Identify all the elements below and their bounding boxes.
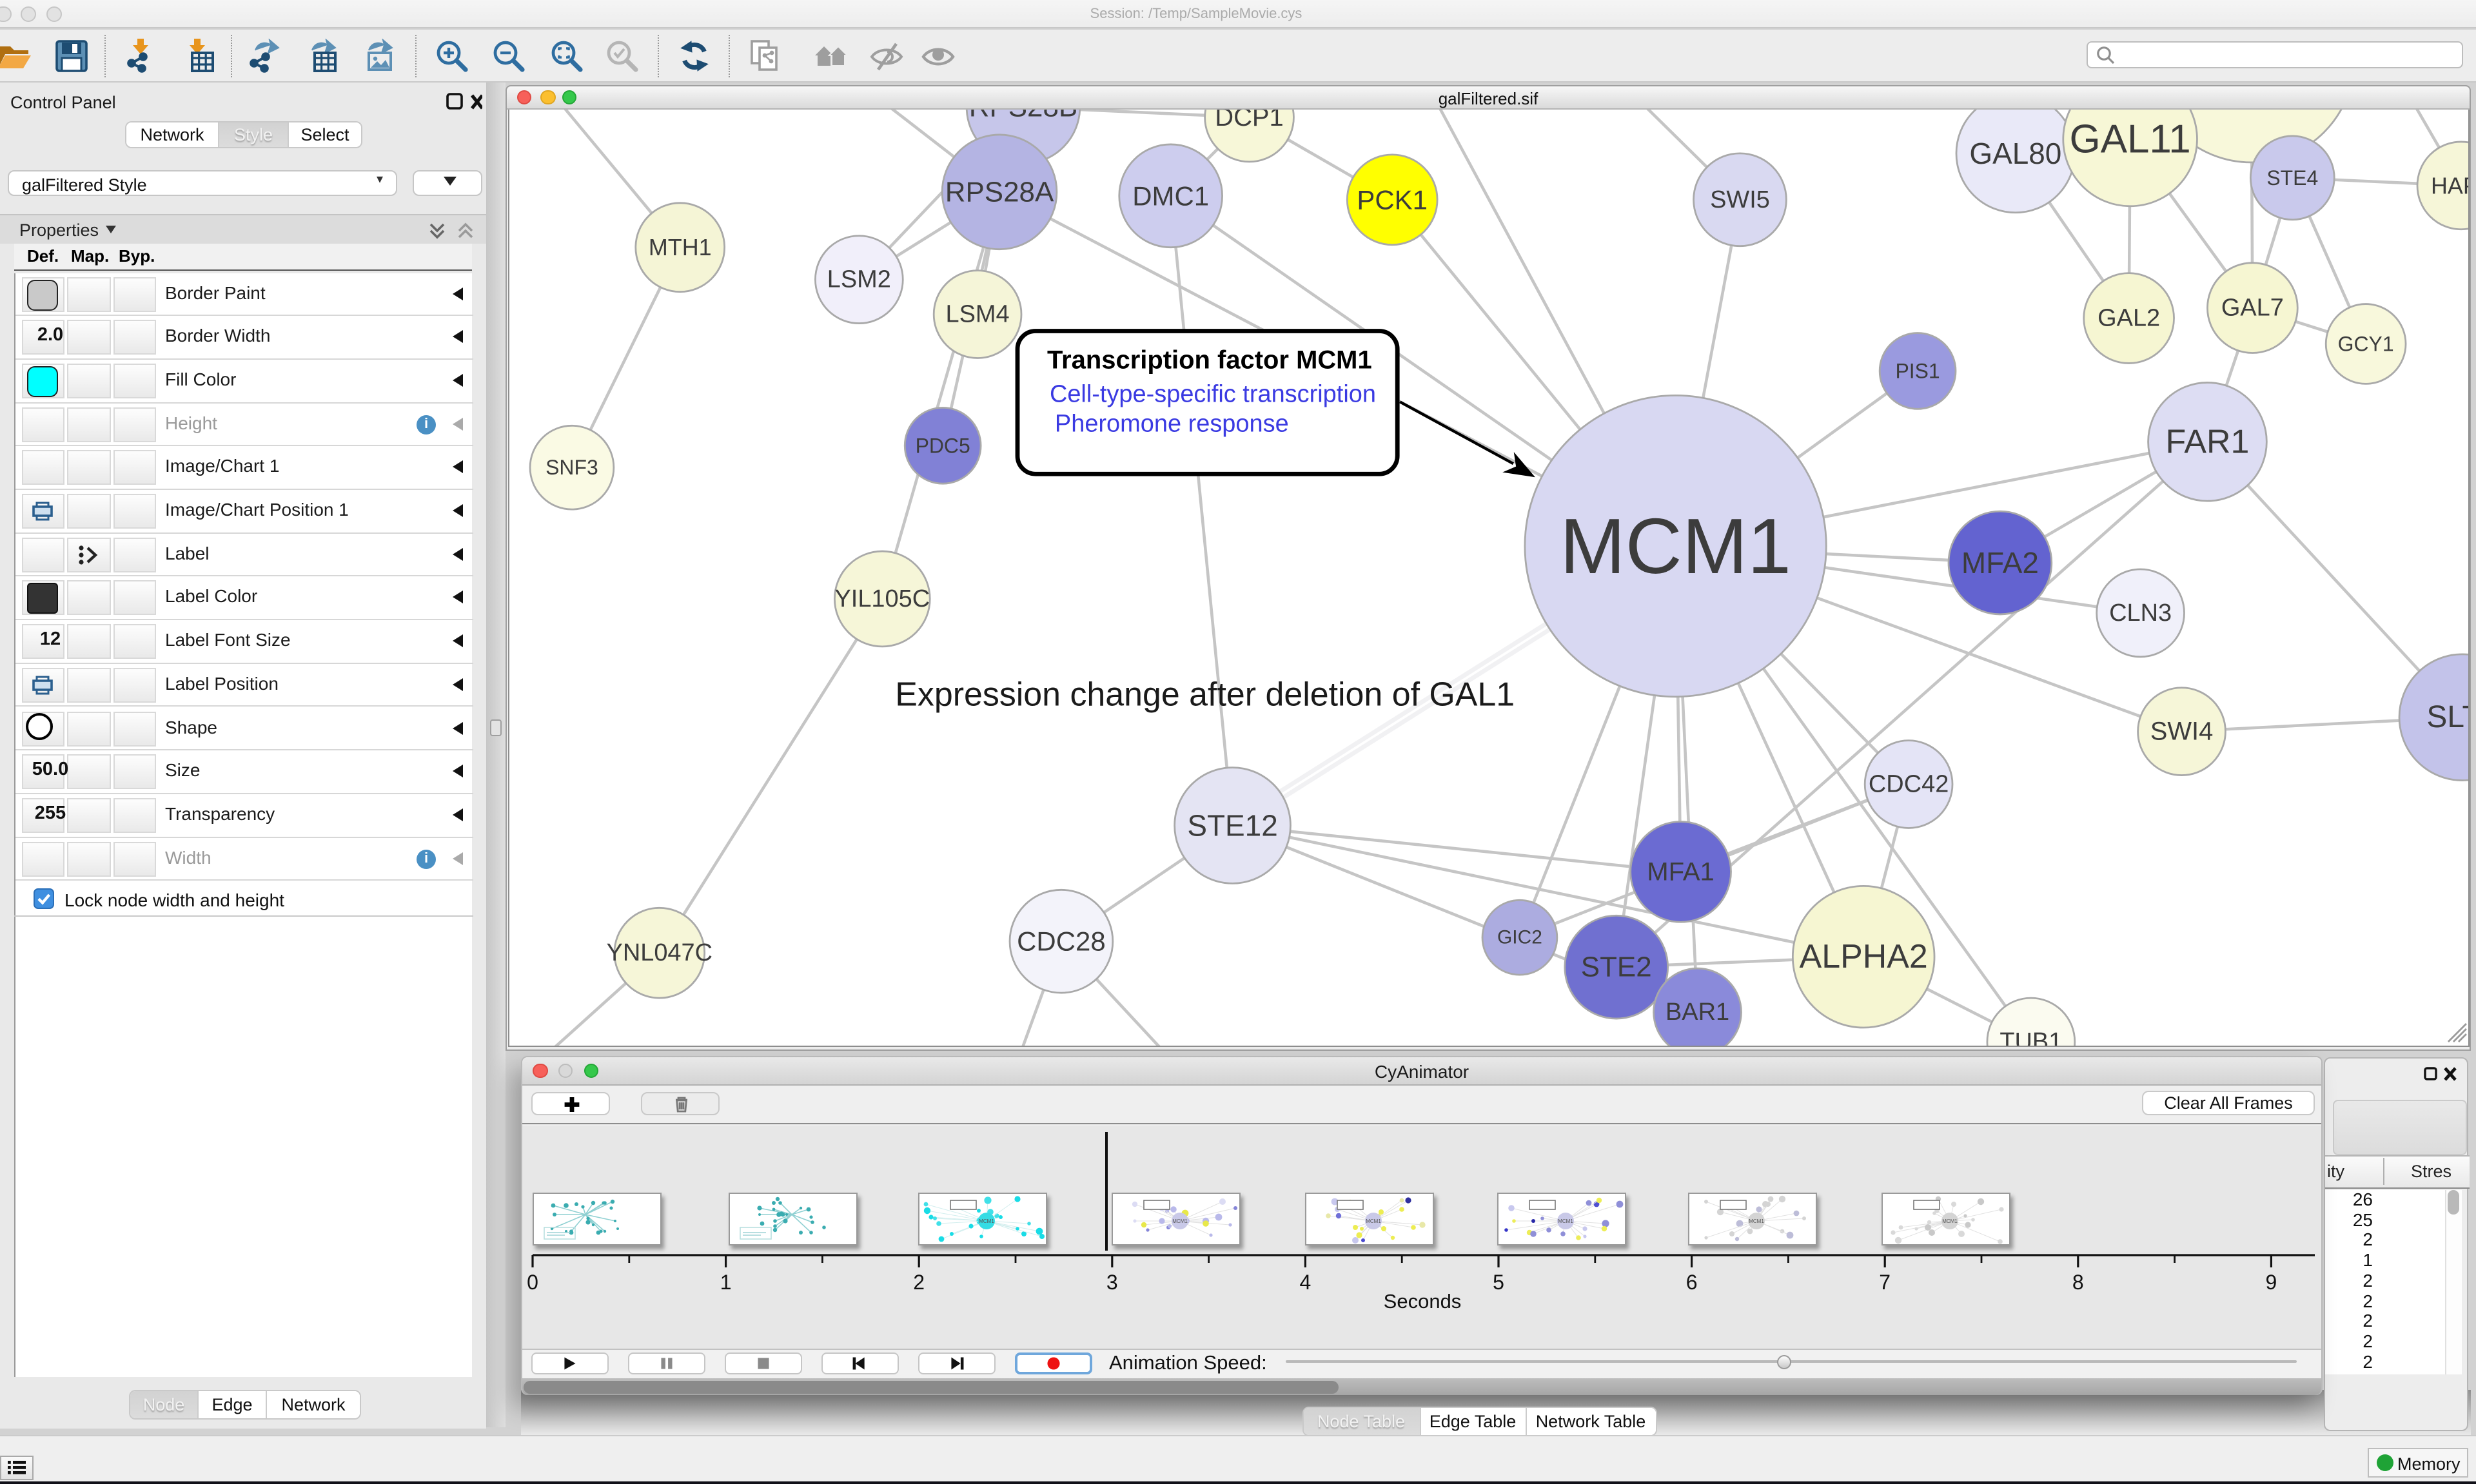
svg-text:MCM1: MCM1	[1559, 502, 1791, 590]
svg-text:9: 9	[2266, 1270, 2277, 1293]
svg-text:RPS28B: RPS28B	[968, 110, 1077, 123]
svg-text:2: 2	[913, 1270, 925, 1293]
svg-text:FAR1: FAR1	[2165, 423, 2249, 460]
svg-text:ALPHA2: ALPHA2	[1799, 938, 1927, 975]
svg-text:SWI5: SWI5	[1709, 186, 1769, 213]
svg-text:SWI4: SWI4	[2150, 718, 2213, 746]
svg-text:CDC42: CDC42	[1868, 771, 1948, 798]
svg-text:PIS1: PIS1	[1894, 359, 1939, 382]
svg-text:GAL7: GAL7	[2221, 295, 2283, 322]
svg-text:YIL105C: YIL105C	[834, 585, 929, 612]
svg-text:TUB1: TUB1	[1999, 1028, 2061, 1047]
svg-text:1: 1	[720, 1270, 732, 1293]
svg-text:DMC1: DMC1	[1132, 181, 1208, 211]
svg-text:PCK1: PCK1	[1356, 184, 1427, 215]
svg-text:Expression change after deleti: Expression change after deletion of GAL1	[894, 676, 1514, 714]
svg-text:Pheromone response: Pheromone response	[1054, 410, 1288, 437]
svg-text:GIC2: GIC2	[1497, 927, 1542, 948]
svg-text:HAP2: HAP2	[2430, 172, 2470, 199]
svg-text:PDC5: PDC5	[915, 434, 970, 457]
svg-text:7: 7	[1879, 1270, 1891, 1293]
svg-text:DCP1: DCP1	[1214, 110, 1283, 132]
svg-text:RPS28A: RPS28A	[945, 176, 1054, 208]
svg-text:SNF3: SNF3	[545, 456, 598, 479]
svg-text:LSM2: LSM2	[827, 266, 890, 293]
svg-text:Cell-type-specific transcripti: Cell-type-specific transcription	[1049, 380, 1375, 407]
svg-text:MCM1: MCM1	[1942, 1218, 1958, 1224]
svg-text:Seconds: Seconds	[1384, 1289, 1462, 1309]
svg-text:GCY1: GCY1	[2337, 332, 2393, 355]
svg-text:YNL047C: YNL047C	[606, 939, 712, 966]
svg-text:5: 5	[1493, 1270, 1504, 1293]
svg-text:MFA2: MFA2	[1961, 546, 2038, 580]
svg-text:BAR1: BAR1	[1665, 999, 1729, 1026]
svg-text:6: 6	[1686, 1270, 1698, 1293]
svg-text:0: 0	[527, 1270, 538, 1293]
svg-text:MCM1: MCM1	[1172, 1218, 1188, 1224]
svg-text:LSM4: LSM4	[945, 301, 1009, 328]
svg-text:4: 4	[1300, 1270, 1312, 1293]
svg-text:8: 8	[2072, 1270, 2084, 1293]
svg-text:MCM1: MCM1	[1558, 1218, 1573, 1224]
svg-text:STE12: STE12	[1186, 808, 1277, 842]
svg-text:MFA1: MFA1	[1646, 857, 1713, 886]
svg-text:MTH1: MTH1	[648, 234, 711, 260]
svg-text:STE4: STE4	[2266, 166, 2317, 190]
svg-text:MCM1: MCM1	[979, 1218, 994, 1224]
svg-text:3: 3	[1106, 1270, 1118, 1293]
svg-text:CDC28: CDC28	[1016, 926, 1105, 957]
svg-text:Transcription factor MCM1: Transcription factor MCM1	[1046, 346, 1371, 374]
svg-text:MCM1: MCM1	[1749, 1218, 1764, 1224]
svg-text:GAL80: GAL80	[1969, 137, 2061, 170]
svg-text:MCM1: MCM1	[1366, 1218, 1381, 1224]
svg-text:GAL2: GAL2	[2097, 305, 2159, 332]
svg-text:SLT2: SLT2	[2426, 700, 2470, 734]
svg-text:CLN3: CLN3	[2108, 600, 2171, 627]
svg-text:STE2: STE2	[1580, 952, 1651, 983]
svg-text:GAL11: GAL11	[2069, 117, 2190, 161]
